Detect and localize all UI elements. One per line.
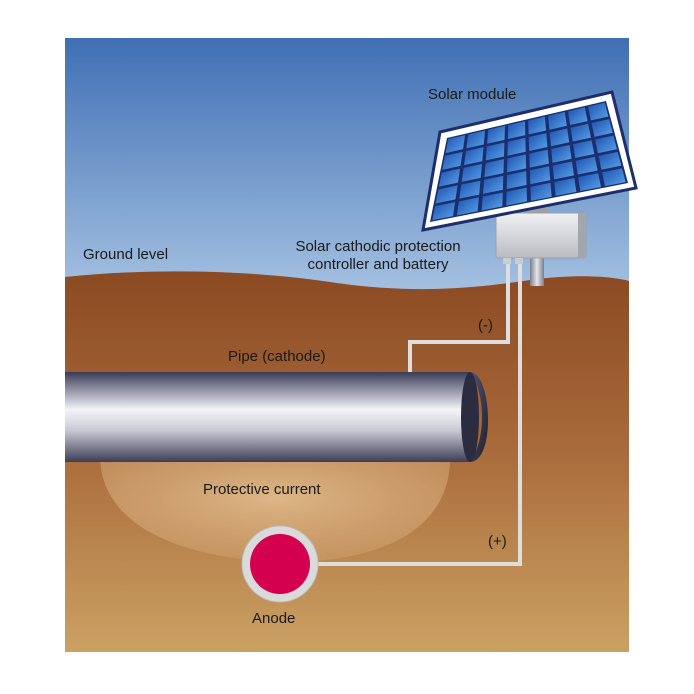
controller-box	[495, 212, 587, 259]
solar-cell	[575, 156, 598, 175]
solar-cell	[528, 116, 547, 135]
solar-cell	[482, 175, 504, 194]
solar-cell	[554, 177, 577, 196]
solar-cell	[506, 171, 527, 190]
solar-cell	[487, 125, 505, 144]
negative-wire	[408, 258, 510, 372]
protective-current-zone	[100, 455, 450, 562]
solar-cell	[573, 140, 595, 159]
connector	[503, 258, 511, 264]
pipe-end-rim	[461, 372, 479, 462]
solar-cell	[507, 121, 526, 140]
positive-wire	[318, 258, 522, 566]
controller-box-side	[578, 213, 586, 258]
solar-cell	[552, 161, 574, 180]
solar-cell	[548, 111, 567, 130]
solar-cell	[591, 119, 613, 137]
solar-cell	[551, 144, 572, 163]
solar-cell	[463, 147, 484, 166]
solar-cell	[595, 135, 618, 154]
solar-cell	[485, 142, 505, 161]
solar-cell	[438, 168, 461, 187]
solar-module-label: Solar module	[428, 86, 517, 103]
anode	[250, 534, 310, 594]
solar-cell	[578, 173, 602, 192]
controller-label-line1: Solar cathodic protection	[295, 238, 461, 255]
solar-cell	[484, 159, 504, 178]
solar-cell	[481, 192, 503, 211]
solar-cell	[587, 102, 609, 121]
pipe-end	[470, 372, 489, 462]
solar-cell	[432, 202, 456, 221]
connector	[515, 258, 523, 264]
solar-cell	[466, 130, 486, 149]
solar-cell	[442, 151, 463, 170]
negative-terminal-label: (-)	[478, 317, 493, 334]
solar-cell	[456, 197, 479, 216]
solar-cell	[528, 133, 548, 151]
ground-level-label: Ground level	[83, 246, 169, 263]
solar-cell	[529, 166, 551, 185]
solar-cell	[445, 135, 466, 154]
solar-cell	[461, 163, 482, 182]
controller-label-line2: controller and battery	[307, 256, 449, 273]
solar-cell	[568, 107, 588, 126]
solar-cell	[549, 128, 570, 147]
solar-cell	[507, 154, 527, 173]
positive-terminal-label: (+)	[488, 533, 507, 550]
protective-current-label: Protective current	[203, 481, 321, 498]
pipe	[65, 372, 470, 462]
pipe-label: Pipe (cathode)	[228, 348, 326, 365]
solar-cell	[602, 168, 626, 187]
solar-panel	[421, 90, 638, 232]
solar-cell	[506, 187, 527, 206]
solar-cell	[435, 185, 458, 204]
solar-cell	[529, 149, 549, 168]
solar-cell	[530, 182, 552, 201]
solar-cell	[598, 151, 622, 170]
solar-cell	[459, 180, 481, 199]
solar-cell	[570, 123, 591, 142]
solar-cell	[507, 137, 526, 156]
anode-label: Anode	[252, 610, 296, 627]
